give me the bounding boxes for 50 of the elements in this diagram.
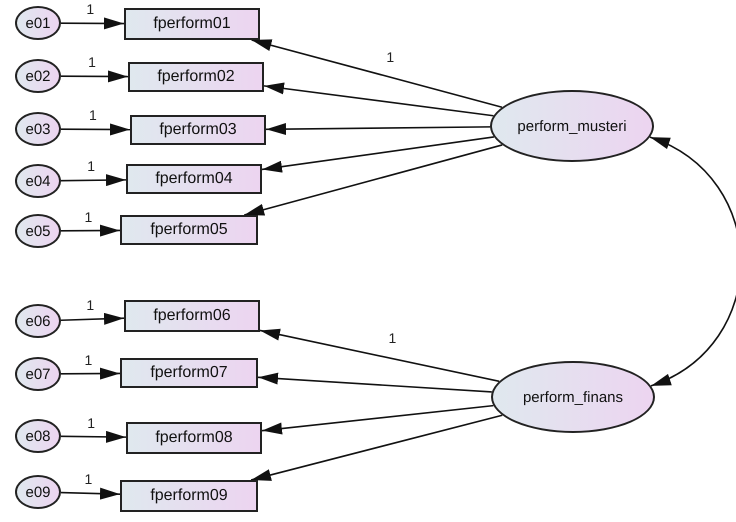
edge-label: 1 [87, 55, 97, 70]
latent-variable-ellipse: perform_finans [491, 361, 655, 433]
edge-label: 1 [84, 472, 94, 486]
edge-label: 1 [88, 108, 98, 122]
arrow [60, 488, 120, 500]
observed-variable-box: fperform06 [124, 300, 260, 332]
edge-label: 1 [388, 331, 398, 346]
observed-variable-box: fperform07 [120, 358, 258, 388]
arrow [61, 224, 120, 237]
arrow [61, 17, 124, 30]
covariance-arrow [650, 136, 736, 387]
arrow [244, 144, 502, 216]
edge-label: 1 [86, 416, 96, 430]
arrow [262, 136, 494, 173]
arrow [262, 404, 494, 434]
edge-label: 1 [84, 352, 94, 367]
error-term-ellipse: e01 [15, 6, 61, 40]
arrow [61, 368, 120, 380]
arrow [60, 312, 124, 325]
arrow [266, 123, 490, 136]
arrow [251, 39, 502, 108]
error-term-ellipse: e03 [15, 112, 61, 146]
error-term-ellipse: e02 [15, 59, 61, 93]
arrow [61, 123, 130, 136]
observed-variable-box: fperform02 [128, 62, 264, 92]
arrow [60, 174, 126, 186]
observed-variable-box: fperform05 [120, 215, 258, 245]
edge-label: 1 [385, 50, 396, 64]
arrow [264, 82, 494, 117]
error-term-ellipse: e05 [15, 214, 61, 248]
arrow [61, 70, 128, 82]
edge-label: 1 [85, 298, 96, 312]
edge-label: 1 [85, 2, 96, 16]
error-term-ellipse: e06 [15, 304, 61, 338]
error-term-ellipse: e07 [15, 357, 61, 391]
arrow [258, 372, 492, 393]
edge-label: 1 [86, 159, 96, 174]
arrow [250, 414, 502, 481]
observed-variable-box: fperform08 [126, 422, 262, 454]
error-term-ellipse: e04 [15, 164, 61, 198]
observed-variable-box: fperform09 [120, 480, 258, 512]
edge-label: 1 [84, 210, 94, 224]
arrow [60, 430, 126, 443]
observed-variable-box: fperform01 [124, 8, 260, 40]
error-term-ellipse: e08 [15, 419, 61, 453]
observed-variable-box: fperform03 [130, 115, 266, 145]
latent-variable-ellipse: perform_musteri [490, 90, 654, 162]
error-term-ellipse: e09 [15, 475, 61, 509]
arrow [260, 328, 500, 382]
observed-variable-box: fperform04 [126, 164, 262, 194]
